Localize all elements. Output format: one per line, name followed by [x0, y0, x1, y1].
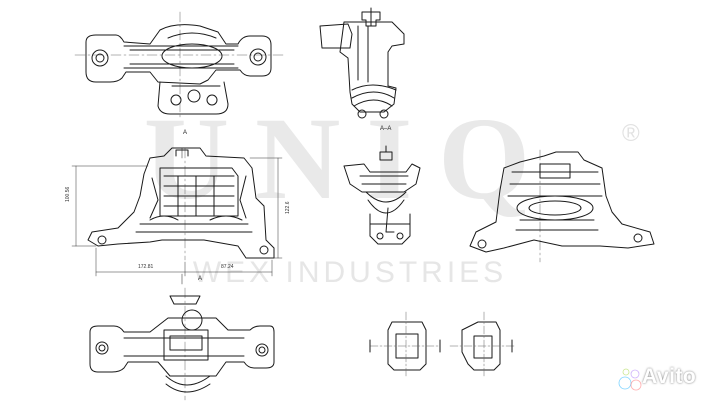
avito-dot-blue [618, 376, 632, 390]
detail-view-left [369, 311, 441, 379]
registered-mark: ® [622, 120, 640, 147]
brand-watermark-subtitle: WEX INDUSTRIES [192, 256, 508, 289]
view-rear [469, 149, 655, 263]
dimension-height-right: 122.6 [285, 201, 291, 214]
avito-dot-red [630, 379, 642, 391]
view-front [71, 147, 283, 285]
dimension-lines [71, 157, 283, 277]
avito-dot-green [622, 368, 630, 376]
section-mark-top: A [183, 130, 188, 136]
view-bottom [89, 287, 275, 401]
dimension-height-left: 100.56 [65, 186, 71, 202]
avito-dot-purple [630, 369, 640, 379]
detail-view-right [449, 311, 515, 379]
view-section [343, 145, 421, 245]
dimension-width-left: 172.81 [138, 264, 154, 270]
section-mark-bottom: A [198, 276, 203, 282]
dimension-width-right: 87.24 [221, 264, 234, 270]
view-top [74, 11, 286, 121]
section-label: A–A [380, 126, 391, 132]
avito-logo-text: Avito [642, 365, 697, 388]
avito-logo [618, 368, 642, 391]
view-side [319, 7, 405, 119]
brand-watermark: UNIQ [143, 93, 557, 224]
